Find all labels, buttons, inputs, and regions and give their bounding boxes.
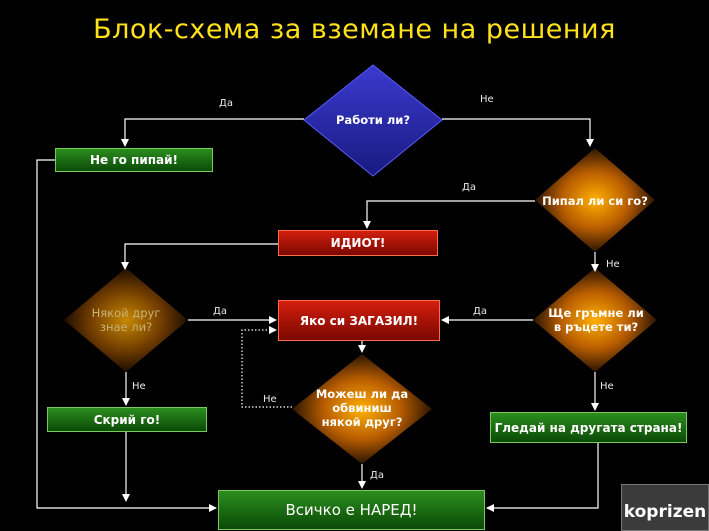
diamond-works — [303, 64, 443, 177]
koprizen-logo: koprizen — [621, 484, 709, 531]
node-blame: Можеш ли да обвиниш някой друг? — [315, 387, 409, 429]
label-knows-yes: Да — [213, 306, 227, 317]
node-look-away: Гледай на другата страна! — [490, 412, 687, 443]
diamond-blame — [292, 354, 432, 464]
node-blow-up: Ще гръмне ли в ръцете ти? — [548, 306, 644, 334]
node-all-ok: Всичко е НАРЕД! — [218, 490, 485, 530]
label-touched-no: Не — [606, 259, 620, 270]
label-touched-yes: Да — [462, 182, 476, 193]
edge-touched-yes — [363, 200, 535, 229]
label-works-no: Не — [480, 94, 494, 105]
label-blame-no: Не — [263, 394, 277, 405]
logo-text: koprizen — [623, 502, 707, 522]
edge-look-away-down — [486, 443, 599, 512]
node-dont-touch: Не го пипай! — [55, 148, 213, 172]
label-blame-yes: Да — [370, 470, 384, 481]
label-works-yes: Да — [219, 98, 233, 109]
diamond-blow-up — [533, 268, 657, 372]
node-works: Работи ли? — [336, 113, 410, 127]
edge-blame-no — [241, 326, 292, 408]
label-knows-no: Не — [132, 381, 146, 392]
diamond-touched — [535, 148, 655, 252]
edge-dont-touch-down — [36, 159, 217, 512]
diamond-someone-knows — [64, 268, 188, 372]
node-idiot: ИДИОТ! — [278, 230, 438, 256]
node-someone-knows: Някой друг знае ли? — [91, 306, 161, 334]
node-screwed: Яко си ЗАГАЗИЛ! — [278, 300, 440, 341]
edge-idiot-down — [121, 243, 278, 270]
edge-works-yes — [121, 118, 304, 147]
label-blow-yes: Да — [473, 306, 487, 317]
node-hide: Скрий го! — [47, 407, 207, 432]
node-touched: Пипал ли си го? — [542, 194, 648, 208]
label-blow-no: Не — [600, 381, 614, 392]
page-title: Блок-схема за вземане на решения — [93, 14, 616, 45]
edge-works-no — [442, 118, 594, 147]
